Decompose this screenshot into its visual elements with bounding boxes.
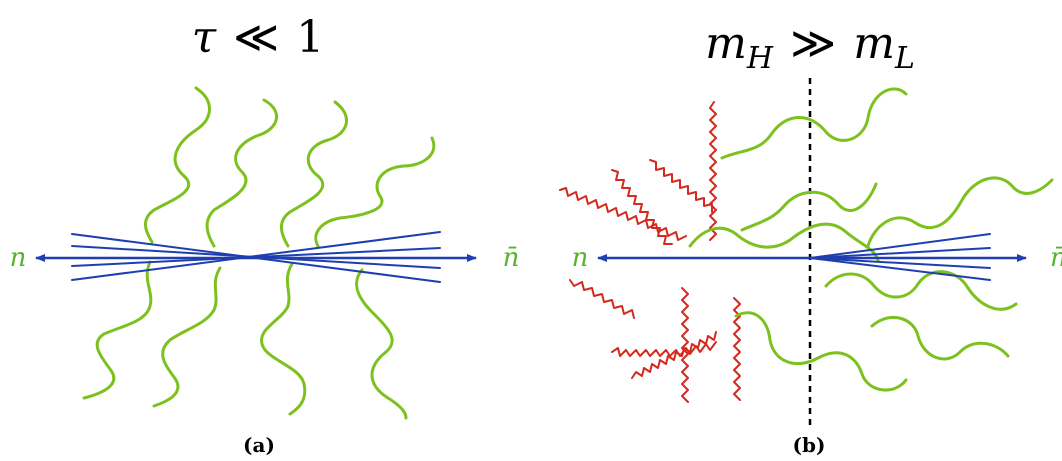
- panel-b-title-relation: ≫: [790, 18, 836, 69]
- collinear-gluon-line: [611, 341, 717, 357]
- panel-b-title-m2: m: [853, 18, 895, 69]
- soft-gluon-line: [355, 268, 408, 420]
- jet-line: [809, 247, 991, 259]
- collinear-gluon-line: [681, 287, 689, 403]
- panel-b-title: mH ≫ mL: [705, 18, 915, 76]
- soft-gluon-line: [734, 311, 908, 392]
- panel-a-caption: (a): [243, 433, 275, 457]
- collinear-gluon-line: [611, 169, 673, 245]
- collinear-gluon-line: [569, 279, 635, 319]
- soft-gluon-line: [260, 262, 307, 416]
- panel-a-title-relation: ≪: [233, 12, 279, 63]
- jet-line: [809, 233, 991, 259]
- collinear-gluon-line: [631, 331, 717, 379]
- soft-gluon-line: [82, 260, 153, 400]
- panel-b-left-label: n: [572, 243, 589, 273]
- soft-gluon-line: [824, 270, 1018, 311]
- panel-a-title-value: 1: [296, 12, 324, 63]
- soft-gluon-line: [144, 86, 211, 244]
- soft-gluon-line: [688, 222, 880, 262]
- panel-b-right-label: n̄: [1050, 243, 1062, 273]
- collinear-gluon-line: [559, 187, 687, 241]
- jet-line: [71, 231, 441, 281]
- jet-line: [809, 257, 991, 269]
- jet-line: [809, 257, 991, 281]
- panel-b-soft-gluons: [688, 87, 1054, 392]
- soft-gluon-line: [866, 176, 1054, 248]
- soft-gluon-line: [870, 315, 1010, 361]
- panel-b-jet-lines: [809, 233, 991, 281]
- panel-b-collinear-gluons: [559, 101, 741, 403]
- soft-gluon-line: [314, 136, 436, 248]
- soft-gluon-line: [740, 182, 878, 232]
- panel-b: mH ≫ mL: [559, 18, 1062, 457]
- panel-b-title-m1: m: [705, 18, 747, 69]
- collinear-gluon-line: [649, 159, 713, 213]
- panel-a-title: τ ≪ 1: [192, 12, 325, 63]
- panel-a-left-label: n: [10, 243, 27, 273]
- panel-a-soft-gluons-bottom: [82, 260, 408, 420]
- panel-b-caption: (b): [793, 433, 826, 457]
- panel-b-title-sub1: H: [746, 41, 774, 76]
- soft-gluon-line: [280, 100, 348, 248]
- soft-gluon-line: [205, 98, 278, 248]
- collinear-gluon-line: [709, 101, 717, 241]
- soft-gluon-line: [152, 266, 222, 408]
- panel-b-title-sub2: L: [894, 41, 915, 76]
- panel-a: τ ≪ 1 n: [10, 12, 520, 457]
- panel-a-right-label: n̄: [503, 243, 520, 273]
- soft-gluon-line: [720, 87, 908, 160]
- panel-a-soft-gluons-top: [144, 86, 436, 248]
- panel-a-title-symbol: τ: [192, 12, 217, 63]
